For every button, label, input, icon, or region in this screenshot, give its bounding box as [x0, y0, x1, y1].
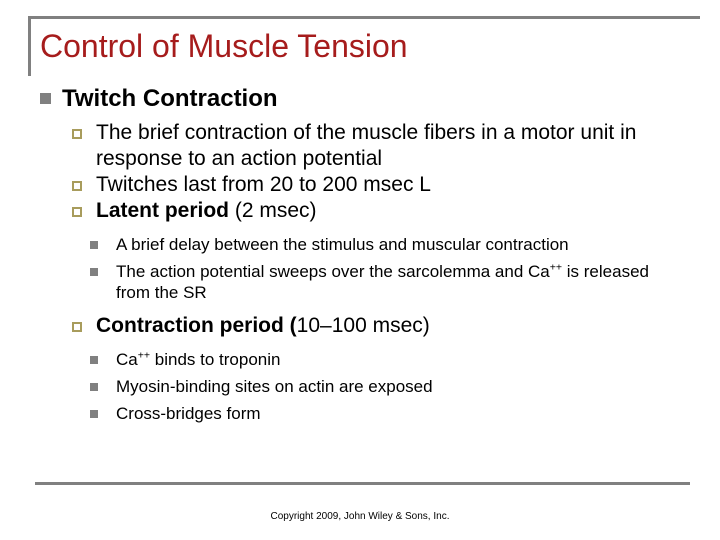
outline-item-level2: Twitches last from 20 to 200 msec L: [0, 172, 720, 198]
title-top-rule: [28, 16, 700, 19]
footer-rule: [35, 482, 690, 485]
small-square-bullet-icon: [90, 403, 116, 418]
outline-text: The action potential sweeps over the sar…: [116, 261, 676, 303]
copyright-notice: Copyright 2009, John Wiley & Sons, Inc.: [270, 511, 450, 522]
outline-text-part: is released from the SR: [116, 262, 649, 302]
small-square-bullet-icon: [90, 376, 116, 391]
superscript-charge: ++: [137, 349, 151, 362]
outline-text-regular: 10–100 msec): [296, 314, 430, 337]
small-square-bullet-icon: [90, 234, 116, 249]
outline-text: Cross-bridges form: [116, 404, 261, 423]
outline-item-level3: Myosin-binding sites on actin are expose…: [0, 376, 720, 397]
outline-text-bold: Contraction period (: [96, 314, 297, 337]
outline-text-part: binds to troponin: [150, 350, 281, 369]
outline-item-level3: Ca++ binds to troponin: [0, 349, 720, 370]
outline-text-part: The action potential sweeps over the sar…: [116, 262, 550, 281]
outline-item-level2: Latent period (2 msec): [0, 198, 720, 224]
outline-text: Latent period (2 msec): [96, 198, 317, 224]
page-title: Control of Muscle Tension: [40, 28, 408, 64]
outline-item-level3: A brief delay between the stimulus and m…: [0, 234, 720, 255]
hollow-square-bullet-icon: [72, 313, 96, 332]
outline-text-regular: (2 msec): [229, 199, 317, 222]
superscript-charge: ++: [549, 261, 563, 274]
outline-text: Twitches last from 20 to 200 msec L: [96, 173, 431, 196]
outline-item-level2: The brief contraction of the muscle fibe…: [0, 120, 720, 172]
outline-text: Myosin-binding sites on actin are expose…: [116, 377, 433, 396]
small-square-bullet-icon: [90, 261, 116, 276]
filled-square-bullet-icon: [40, 84, 62, 104]
outline-text: Ca++ binds to troponin: [116, 349, 280, 370]
outline-item-level3: Cross-bridges form: [0, 403, 720, 424]
outline-text: The brief contraction of the muscle fibe…: [96, 121, 637, 170]
outline-text: A brief delay between the stimulus and m…: [116, 235, 569, 254]
outline-item-level3: The action potential sweeps over the sar…: [0, 261, 720, 303]
outline-text: Contraction period (10–100 msec): [96, 313, 430, 339]
outline-heading-text: Twitch Contraction: [62, 85, 278, 112]
outline-item-level2: Contraction period (10–100 msec): [0, 313, 720, 339]
outline-text-part: Ca: [116, 350, 138, 369]
title-left-rule: [28, 16, 31, 76]
slide-body: Twitch Contraction The brief contraction…: [0, 84, 720, 424]
hollow-square-bullet-icon: [72, 198, 96, 217]
outline-item-level1: Twitch Contraction: [0, 84, 720, 114]
hollow-square-bullet-icon: [72, 120, 96, 139]
outline-text-bold: Latent period: [96, 199, 230, 222]
hollow-square-bullet-icon: [72, 172, 96, 191]
small-square-bullet-icon: [90, 349, 116, 364]
